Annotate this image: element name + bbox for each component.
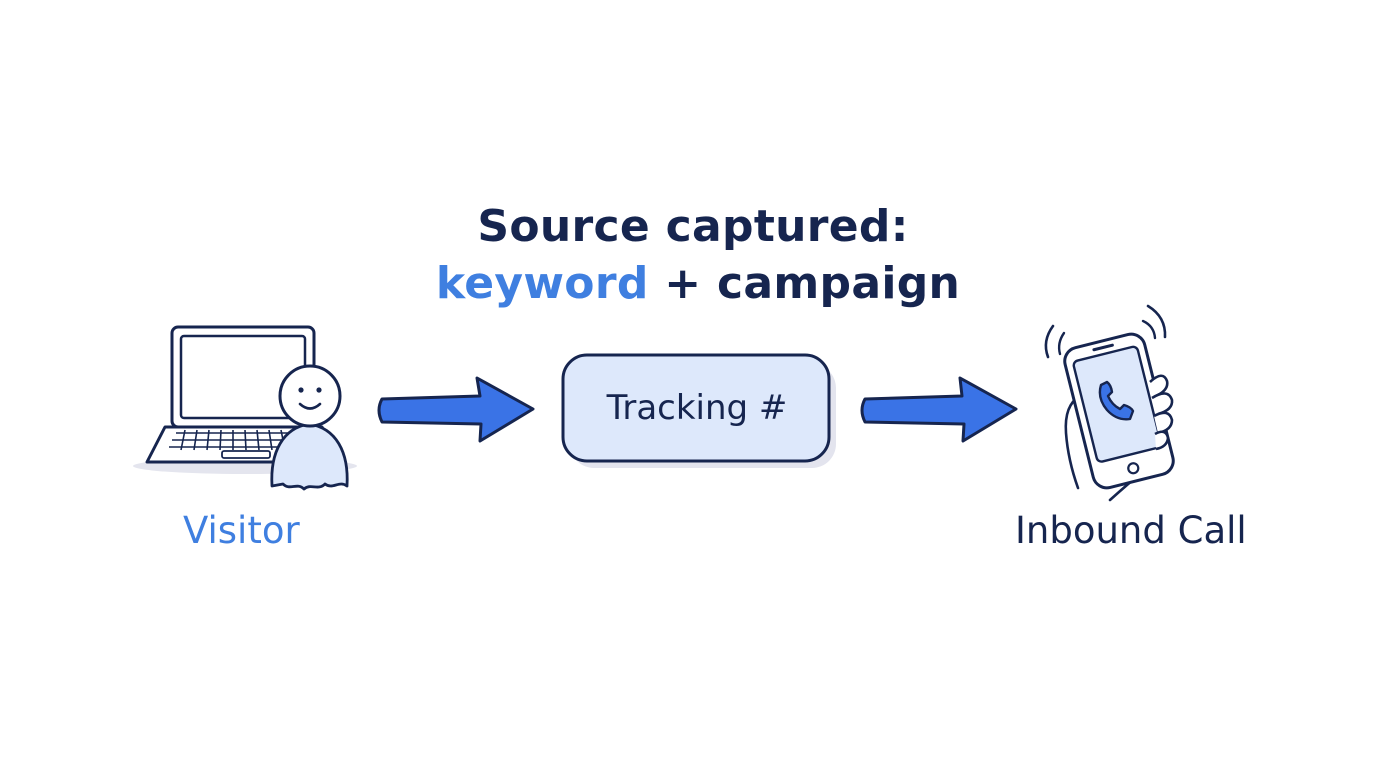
headline-keyword: keyword: [435, 258, 649, 309]
headline-subtitle: keyword + campaign: [10, 262, 1376, 306]
tracking-number-label: Tracking #: [606, 388, 788, 428]
visitor-node: [133, 325, 357, 491]
call-node: [1044, 304, 1175, 502]
inbound-call-label: Inbound Call: [1015, 509, 1247, 552]
laptop-icon: [133, 325, 357, 474]
visitor-label: Visitor: [183, 509, 300, 552]
headline-title: Source captured:: [477, 201, 909, 252]
handset-icon: [1098, 380, 1135, 421]
person-icon: [270, 364, 349, 491]
tracking-number-box: [561, 353, 836, 468]
headline-rest: + campaign: [648, 258, 961, 309]
arrow-right-icon: [860, 376, 1018, 443]
arrow-right-icon: [377, 376, 535, 443]
